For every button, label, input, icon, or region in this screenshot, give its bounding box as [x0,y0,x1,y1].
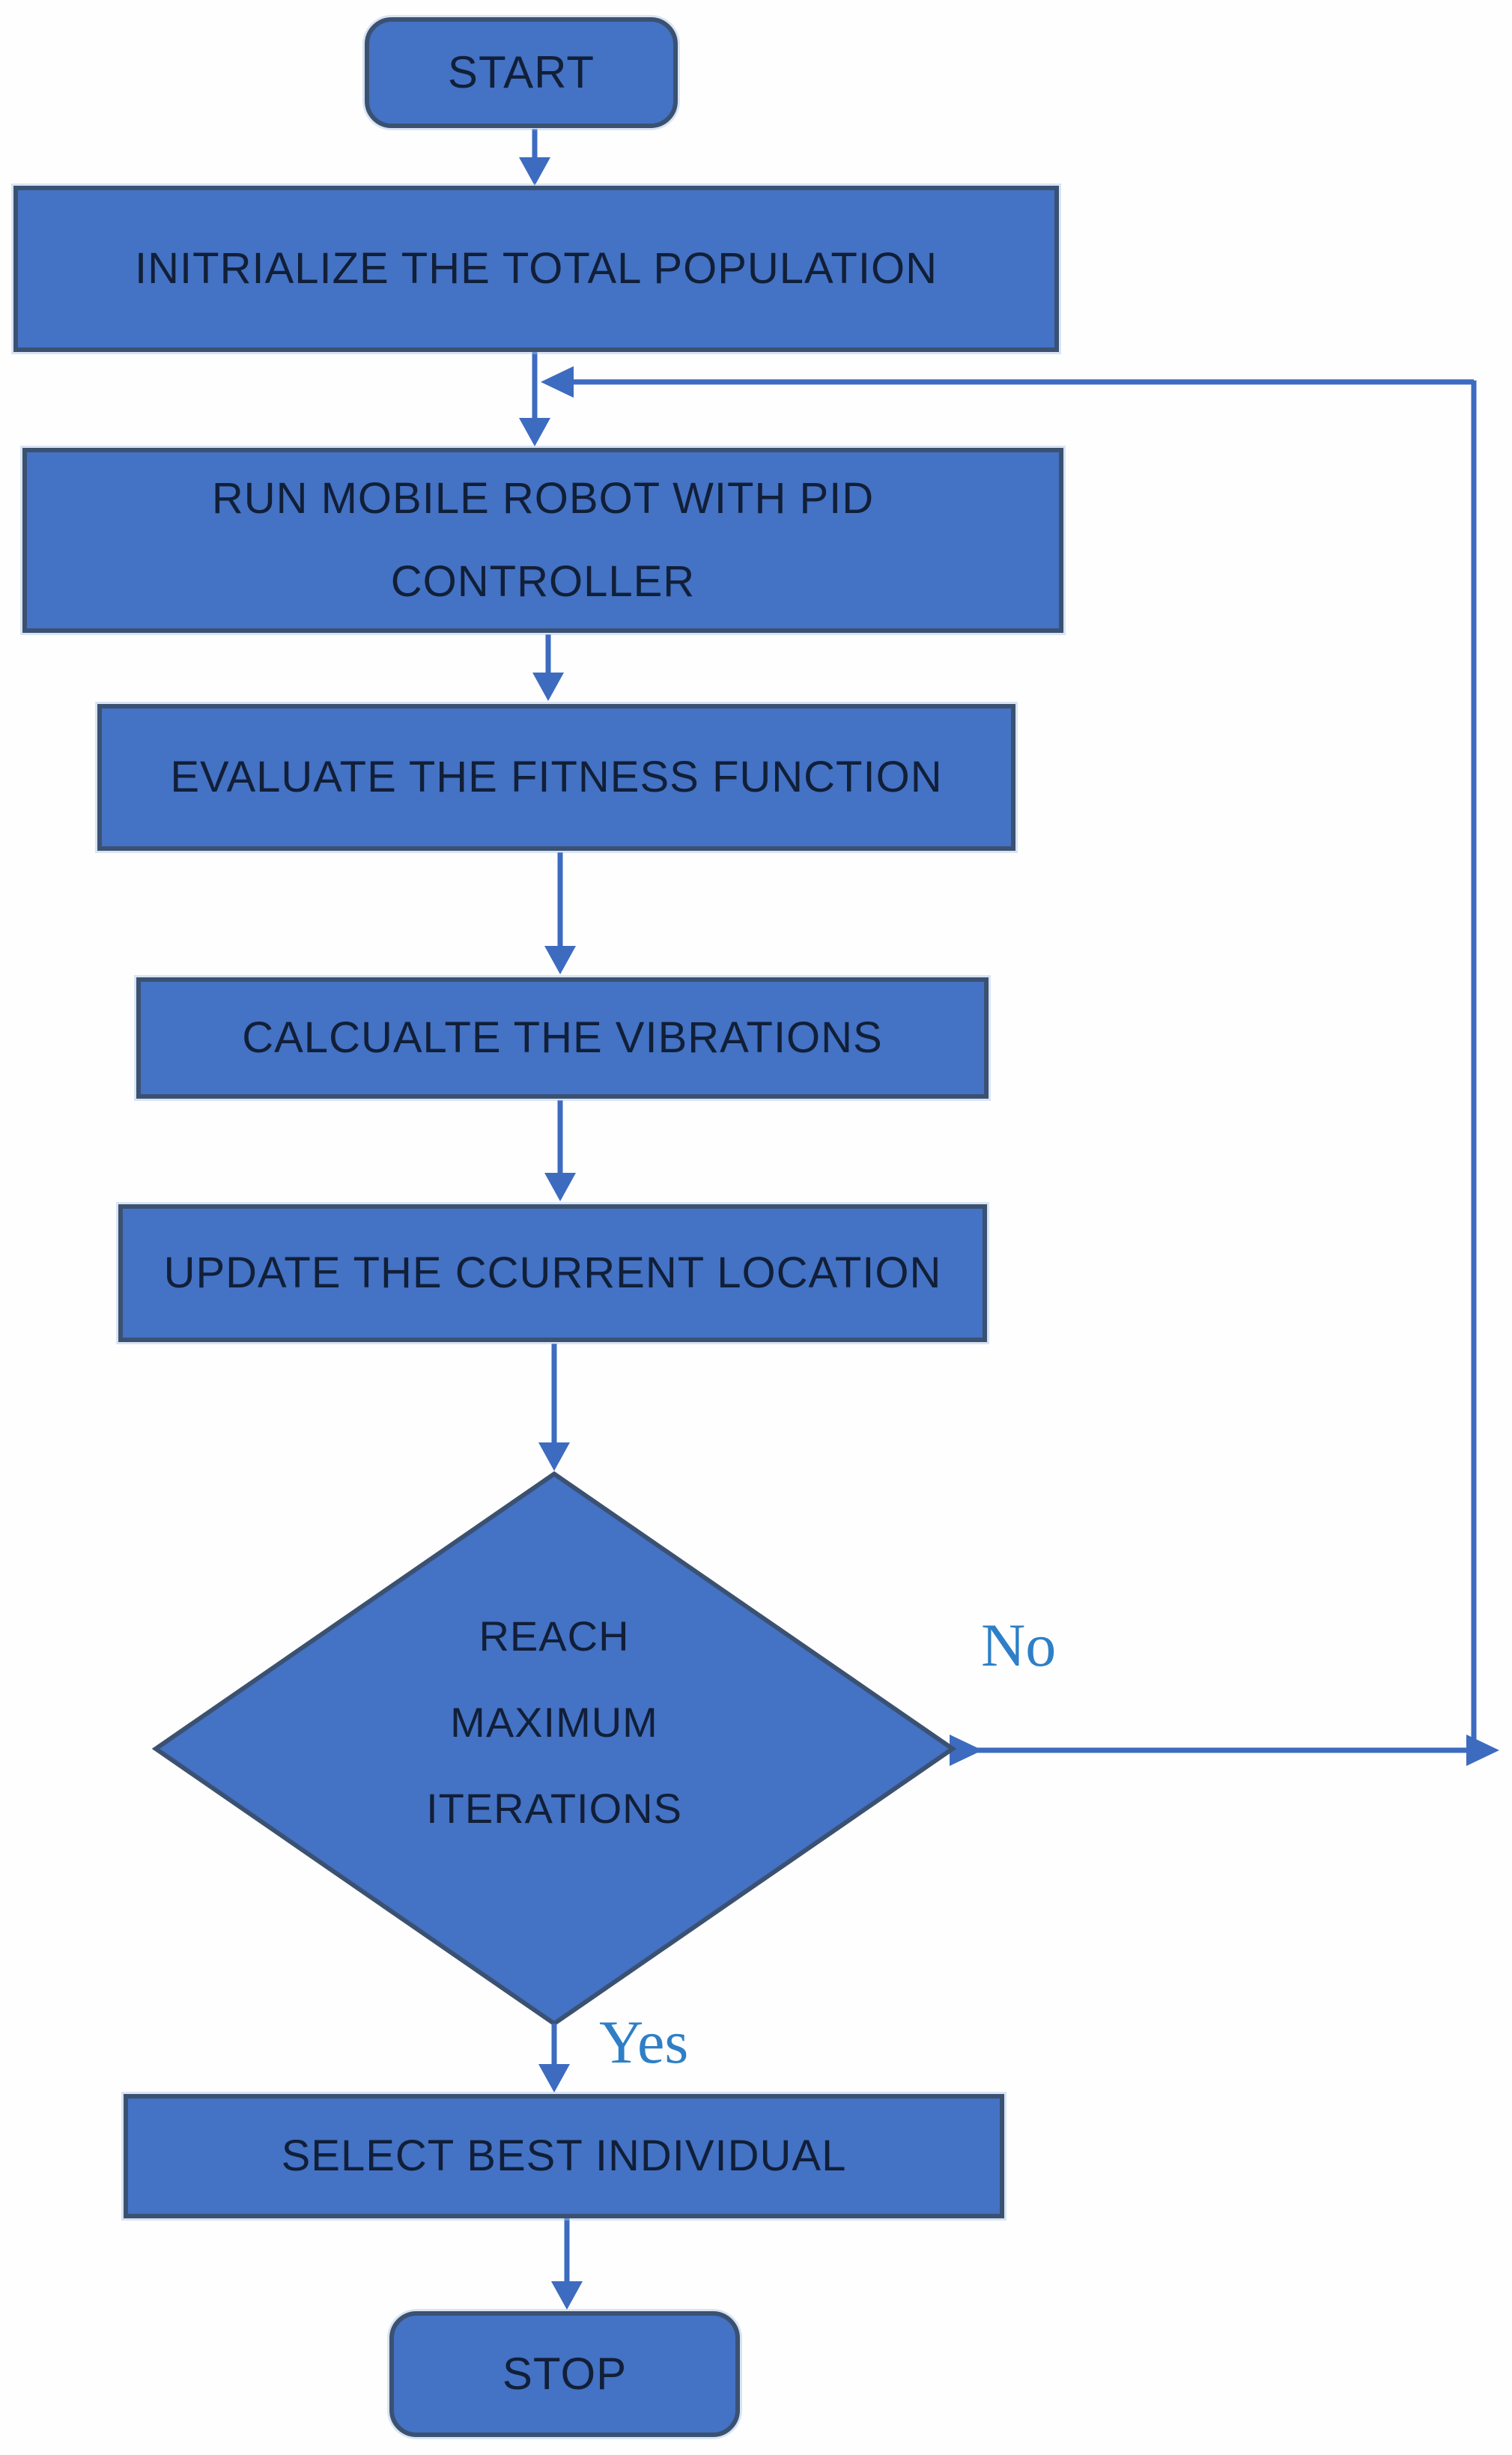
select-best-label: SELECT BEST INDIVIDUAL [281,2131,847,2180]
arrowhead-loop-return [541,366,574,398]
run-robot-pid-label-line1: RUN MOBILE ROBOT WITH PID [211,474,875,524]
evaluate-fitness-label: EVALUATE THE FITNESS FUNCTION [170,752,943,801]
stop-node-label: STOP [502,2349,628,2399]
process-node-initialize-population: INITRIALIZE THE TOTAL POPULATION [13,186,1059,352]
start-node: START [365,17,678,128]
start-node-label: START [447,47,595,97]
arrowhead-update-to-decision [538,1442,570,1471]
arrowhead-calculate-to-update [544,1173,576,1201]
arrowhead-run-to-evaluate [532,673,564,701]
run-robot-pid-label-line2: CONTROLLER [390,556,696,606]
arrowhead-no-start [950,1735,983,1766]
stop-node: STOP [389,2311,740,2437]
arrowhead-select-to-stop [551,2281,583,2310]
arrowhead-decision-to-select [538,2064,570,2093]
process-node-update-location: UPDATE THE CCURRENT LOCATION [118,1204,987,1342]
decision-node-max-iterations: REACH MAXIMUM ITERATIONS [330,1594,779,1851]
calculate-vibrations-label: CALCUALTE THE VIBRATIONS [242,1013,883,1062]
process-node-evaluate-fitness: EVALUATE THE FITNESS FUNCTION [97,704,1015,851]
initialize-population-label: INITRIALIZE THE TOTAL POPULATION [135,243,938,293]
process-node-select-best: SELECT BEST INDIVIDUAL [124,2094,1004,2218]
arrowhead-init-to-run [519,418,550,446]
arrowhead-evaluate-to-calculate [544,946,576,974]
decision-label-line1: REACH [479,1612,630,1660]
edge-label-no: No [981,1611,1057,1679]
process-node-calculate-vibrations: CALCUALTE THE VIBRATIONS [136,977,989,1099]
decision-label-line2: MAXIMUM [450,1698,658,1746]
decision-label-line3: ITERATIONS [426,1784,682,1832]
edge-label-yes: Yes [599,2008,689,2076]
update-location-label: UPDATE THE CCURRENT LOCATION [163,1248,942,1297]
arrowhead-start-to-init [519,157,550,186]
process-node-run-robot-pid: RUN MOBILE ROBOT WITH PID CONTROLLER [22,448,1063,633]
